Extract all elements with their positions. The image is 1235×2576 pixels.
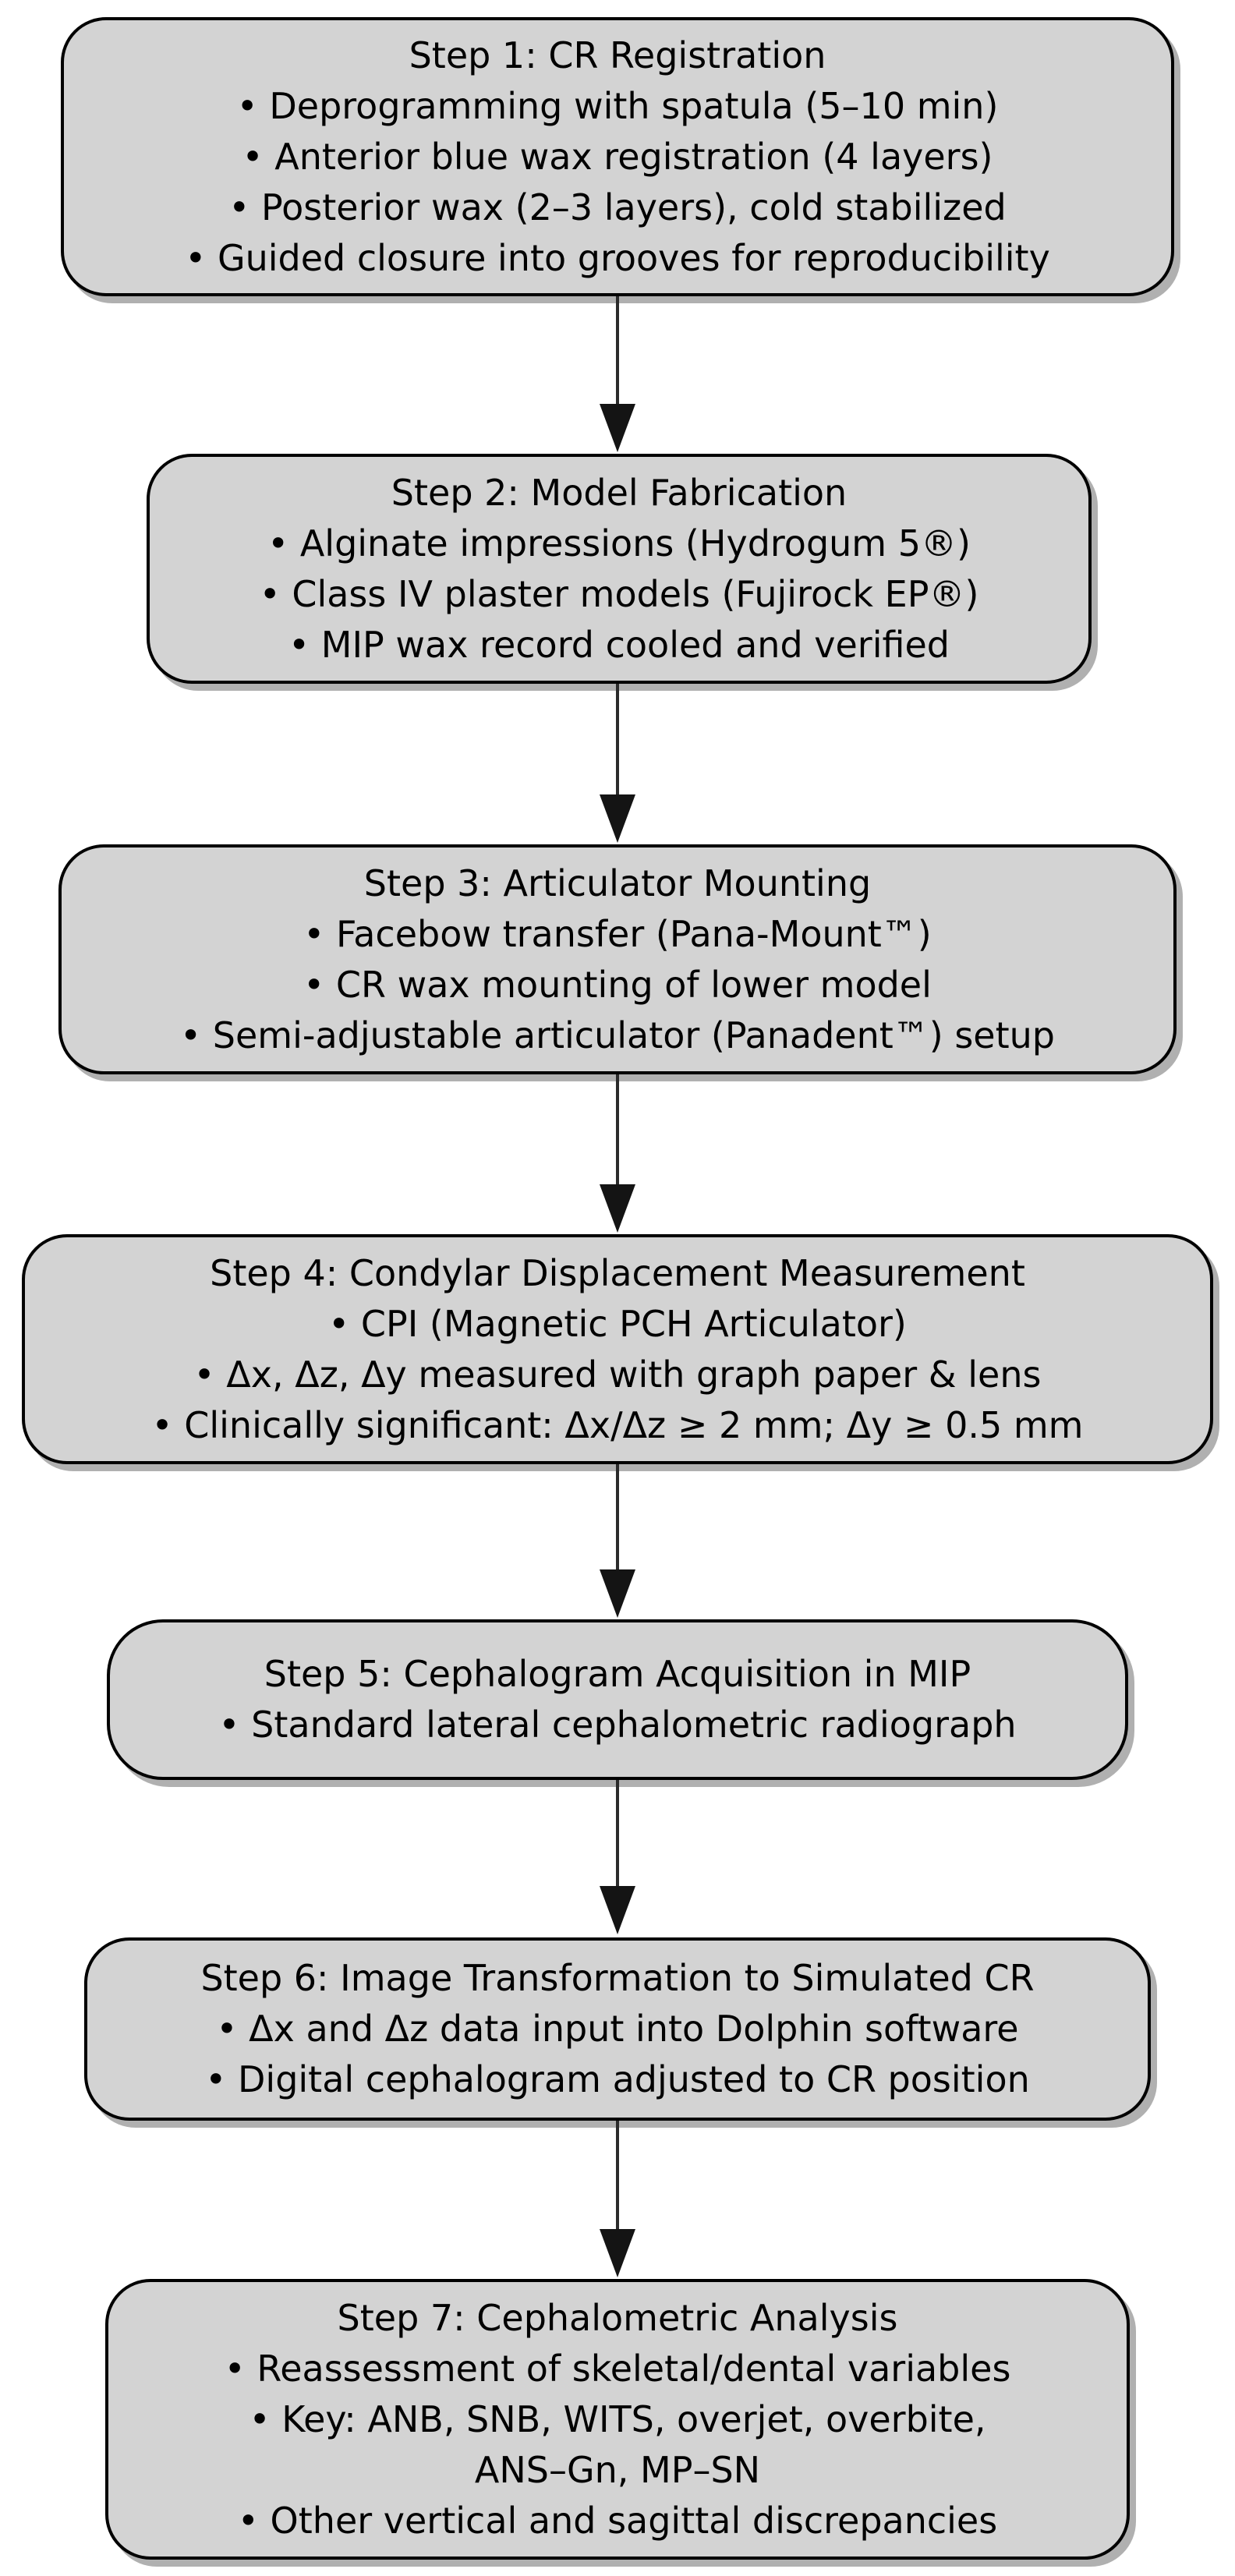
arrow-shaft bbox=[616, 296, 619, 404]
step-1-node: Step 1: CR Registration • Deprogramming … bbox=[61, 17, 1174, 296]
step-1-bullet: • Anterior blue wax registration (4 laye… bbox=[242, 135, 993, 178]
step-3-node: Step 3: Articulator Mounting • Facebow t… bbox=[58, 844, 1177, 1074]
flow-arrow-4-to-5 bbox=[600, 1464, 635, 1618]
step-2-bullet: • MIP wax record cooled and verified bbox=[288, 623, 950, 666]
step-2-title: Step 2: Model Fabrication bbox=[391, 471, 848, 514]
step-5-title: Step 5: Cephalogram Acquisition in MIP bbox=[264, 1653, 971, 1695]
step-2-bullet: • Class IV plaster models (Fujirock EP®) bbox=[259, 572, 979, 615]
step-3-bullet: • Facebow transfer (Pana-Mount™) bbox=[303, 912, 932, 955]
step-3-title: Step 3: Articulator Mounting bbox=[363, 862, 872, 904]
step-4-bullet: • Clinically significant: Δx/Δz ≥ 2 mm; … bbox=[151, 1403, 1084, 1446]
step-4-bullet: • CPI (Magnetic PCH Articulator) bbox=[328, 1302, 907, 1345]
step-7-bullet: • Key: ANB, SNB, WITS, overjet, overbite… bbox=[249, 2397, 986, 2440]
step-4-node: Step 4: Condylar Displacement Measuremen… bbox=[22, 1234, 1213, 1464]
step-2-node: Step 2: Model Fabrication • Alginate imp… bbox=[147, 454, 1092, 684]
step-6-title: Step 6: Image Transformation to Simulate… bbox=[200, 1957, 1035, 1999]
step-5-bullet: • Standard lateral cephalometric radiogr… bbox=[218, 1704, 1017, 1746]
arrow-head-icon bbox=[600, 794, 635, 843]
arrow-head-icon bbox=[600, 1184, 635, 1233]
arrow-shaft bbox=[616, 1464, 619, 1569]
flow-arrow-2-to-3 bbox=[600, 684, 635, 843]
step-7-bullet: • Other vertical and sagittal discrepanc… bbox=[237, 2499, 998, 2542]
arrow-shaft bbox=[616, 1780, 619, 1886]
flow-arrow-5-to-6 bbox=[600, 1780, 635, 1934]
step-3-bullet: • Semi-adjustable articulator (Panadent™… bbox=[180, 1014, 1055, 1056]
step-4-title: Step 4: Condylar Displacement Measuremen… bbox=[210, 1251, 1025, 1294]
step-1-title: Step 1: CR Registration bbox=[409, 34, 826, 76]
arrow-shaft bbox=[616, 684, 619, 794]
step-1-bullet: • Posterior wax (2–3 layers), cold stabi… bbox=[228, 186, 1007, 228]
step-4-bullet: • Δx, Δz, Δy measured with graph paper &… bbox=[193, 1353, 1042, 1396]
step-2-bullet: • Alginate impressions (Hydrogum 5®) bbox=[267, 522, 971, 564]
step-7-title: Step 7: Cephalometric Analysis bbox=[337, 2296, 898, 2339]
step-3-bullet: • CR wax mounting of lower model bbox=[303, 963, 932, 1006]
flow-arrow-6-to-7 bbox=[600, 2121, 635, 2277]
arrow-head-icon bbox=[600, 2229, 635, 2277]
step-7-node: Step 7: Cephalometric Analysis • Reasses… bbox=[105, 2279, 1130, 2560]
step-1-bullet: • Deprogramming with spatula (5–10 min) bbox=[236, 84, 999, 127]
flow-arrow-3-to-4 bbox=[600, 1074, 635, 1233]
step-6-bullet: • Digital cephalogram adjusted to CR pos… bbox=[205, 2058, 1030, 2100]
arrow-head-icon bbox=[600, 404, 635, 452]
arrow-head-icon bbox=[600, 1569, 635, 1618]
arrow-shaft bbox=[616, 1074, 619, 1184]
step-1-bullet: • Guided closure into grooves for reprod… bbox=[185, 236, 1050, 279]
arrow-head-icon bbox=[600, 1886, 635, 1934]
step-7-bullet-continuation: ANS–Gn, MP–SN bbox=[474, 2448, 761, 2491]
flow-arrow-1-to-2 bbox=[600, 296, 635, 452]
step-7-bullet: • Reassessment of skeletal/dental variab… bbox=[224, 2347, 1011, 2390]
arrow-shaft bbox=[616, 2121, 619, 2229]
step-5-node: Step 5: Cephalogram Acquisition in MIP •… bbox=[107, 1619, 1128, 1780]
step-6-node: Step 6: Image Transformation to Simulate… bbox=[84, 1937, 1151, 2121]
step-6-bullet: • Δx and Δz data input into Dolphin soft… bbox=[216, 2008, 1019, 2050]
